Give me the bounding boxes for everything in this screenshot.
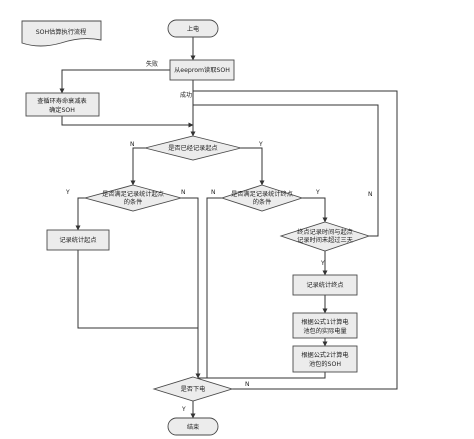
nodes <box>21 19 371 436</box>
end-terminal <box>167 417 219 436</box>
edge-time-no <box>193 104 379 237</box>
edge-label-poweroff-no: N <box>245 381 250 388</box>
node-texts: SOH估算执行流程 上电 从eeprom读取SOH 查循环寿命衰减表 确定SOH… <box>36 25 353 431</box>
decision-end-cond-label-1: 是否满足记录统计终点 <box>231 190 293 198</box>
edge-label-startcond-no: N <box>181 189 186 196</box>
decision-start-cond-label-2: 的条件 <box>124 198 143 206</box>
record-end-box <box>292 274 358 296</box>
start-terminal <box>167 19 219 38</box>
read-eeprom-box <box>169 59 235 81</box>
edge-read-fail <box>59 69 170 94</box>
title-note-text: SOH估算执行流程 <box>36 28 87 36</box>
decision-end-cond-shape <box>220 184 304 212</box>
lookup-cycle-box <box>25 92 100 117</box>
edge-lookup-merge <box>61 116 194 128</box>
edge-startcond-yes <box>75 197 85 231</box>
edge-label-time-no: N <box>368 191 373 198</box>
formula2-box <box>292 345 358 373</box>
lookup-cycle-label-1: 查循环寿命衰减表 <box>37 97 87 105</box>
formula2-label-2: 池包的SOH <box>309 360 341 368</box>
edge-startcond-no <box>181 197 201 379</box>
decision-power-off-shape <box>152 376 234 402</box>
decision-start-cond-label-1: 是否满足记录统计起点 <box>102 190 164 198</box>
edge-label-startcond-yes: Y <box>65 189 70 196</box>
formula1-box <box>292 312 358 339</box>
decision-started-label: 是否已经记录起点 <box>168 144 218 152</box>
edge-started-yes <box>223 147 265 186</box>
edge-label-started-yes: Y <box>258 141 263 148</box>
edge-labels: 失败 成功 N Y Y N N Y N Y N Y <box>65 60 373 413</box>
edge-label-started-no: N <box>130 141 135 148</box>
edge-endcond-yes <box>302 197 328 223</box>
record-end-label: 记录统计终点 <box>306 281 343 289</box>
title-note-shape <box>21 20 102 47</box>
formula1-label-2: 池包的实际电量 <box>303 327 346 335</box>
edge-poweroff-loop <box>193 90 398 390</box>
edge-label-endcond-no: N <box>211 189 216 196</box>
edge-label-success: 成功 <box>180 91 192 99</box>
decision-power-off-label: 是否下电 <box>181 385 206 393</box>
record-start-label: 记录统计起点 <box>59 236 96 244</box>
edge-recordstart-merge <box>77 250 198 329</box>
formula2-label-1: 根据公式2计算电 <box>301 351 348 359</box>
decision-end-cond-label-2: 的条件 <box>253 198 272 206</box>
edge-label-fail: 失败 <box>146 60 158 68</box>
end-label: 结束 <box>187 423 199 431</box>
formula1-label-1: 根据公式1计算电 <box>301 318 348 326</box>
decision-time-label-1: 终点记录时间与起点 <box>297 228 353 236</box>
edge-label-time-yes: Y <box>320 260 325 267</box>
read-eeprom-label: 从eeprom读取SOH <box>174 66 230 74</box>
edge-endcond-no <box>206 197 222 378</box>
start-label: 上电 <box>187 25 199 33</box>
edge-f2-merge <box>198 372 326 379</box>
lookup-cycle-label-2: 确定SOH <box>49 106 75 114</box>
edge-label-poweroff-yes: Y <box>181 406 186 413</box>
decision-started-shape <box>144 135 242 161</box>
edge-started-no <box>130 147 163 186</box>
record-start-box <box>46 229 110 251</box>
decision-time-shape <box>279 221 371 252</box>
decision-time-label-2: 记录时间未超过三天 <box>297 236 353 244</box>
edge-label-endcond-yes: Y <box>315 189 320 196</box>
decision-start-cond-shape <box>83 184 183 212</box>
